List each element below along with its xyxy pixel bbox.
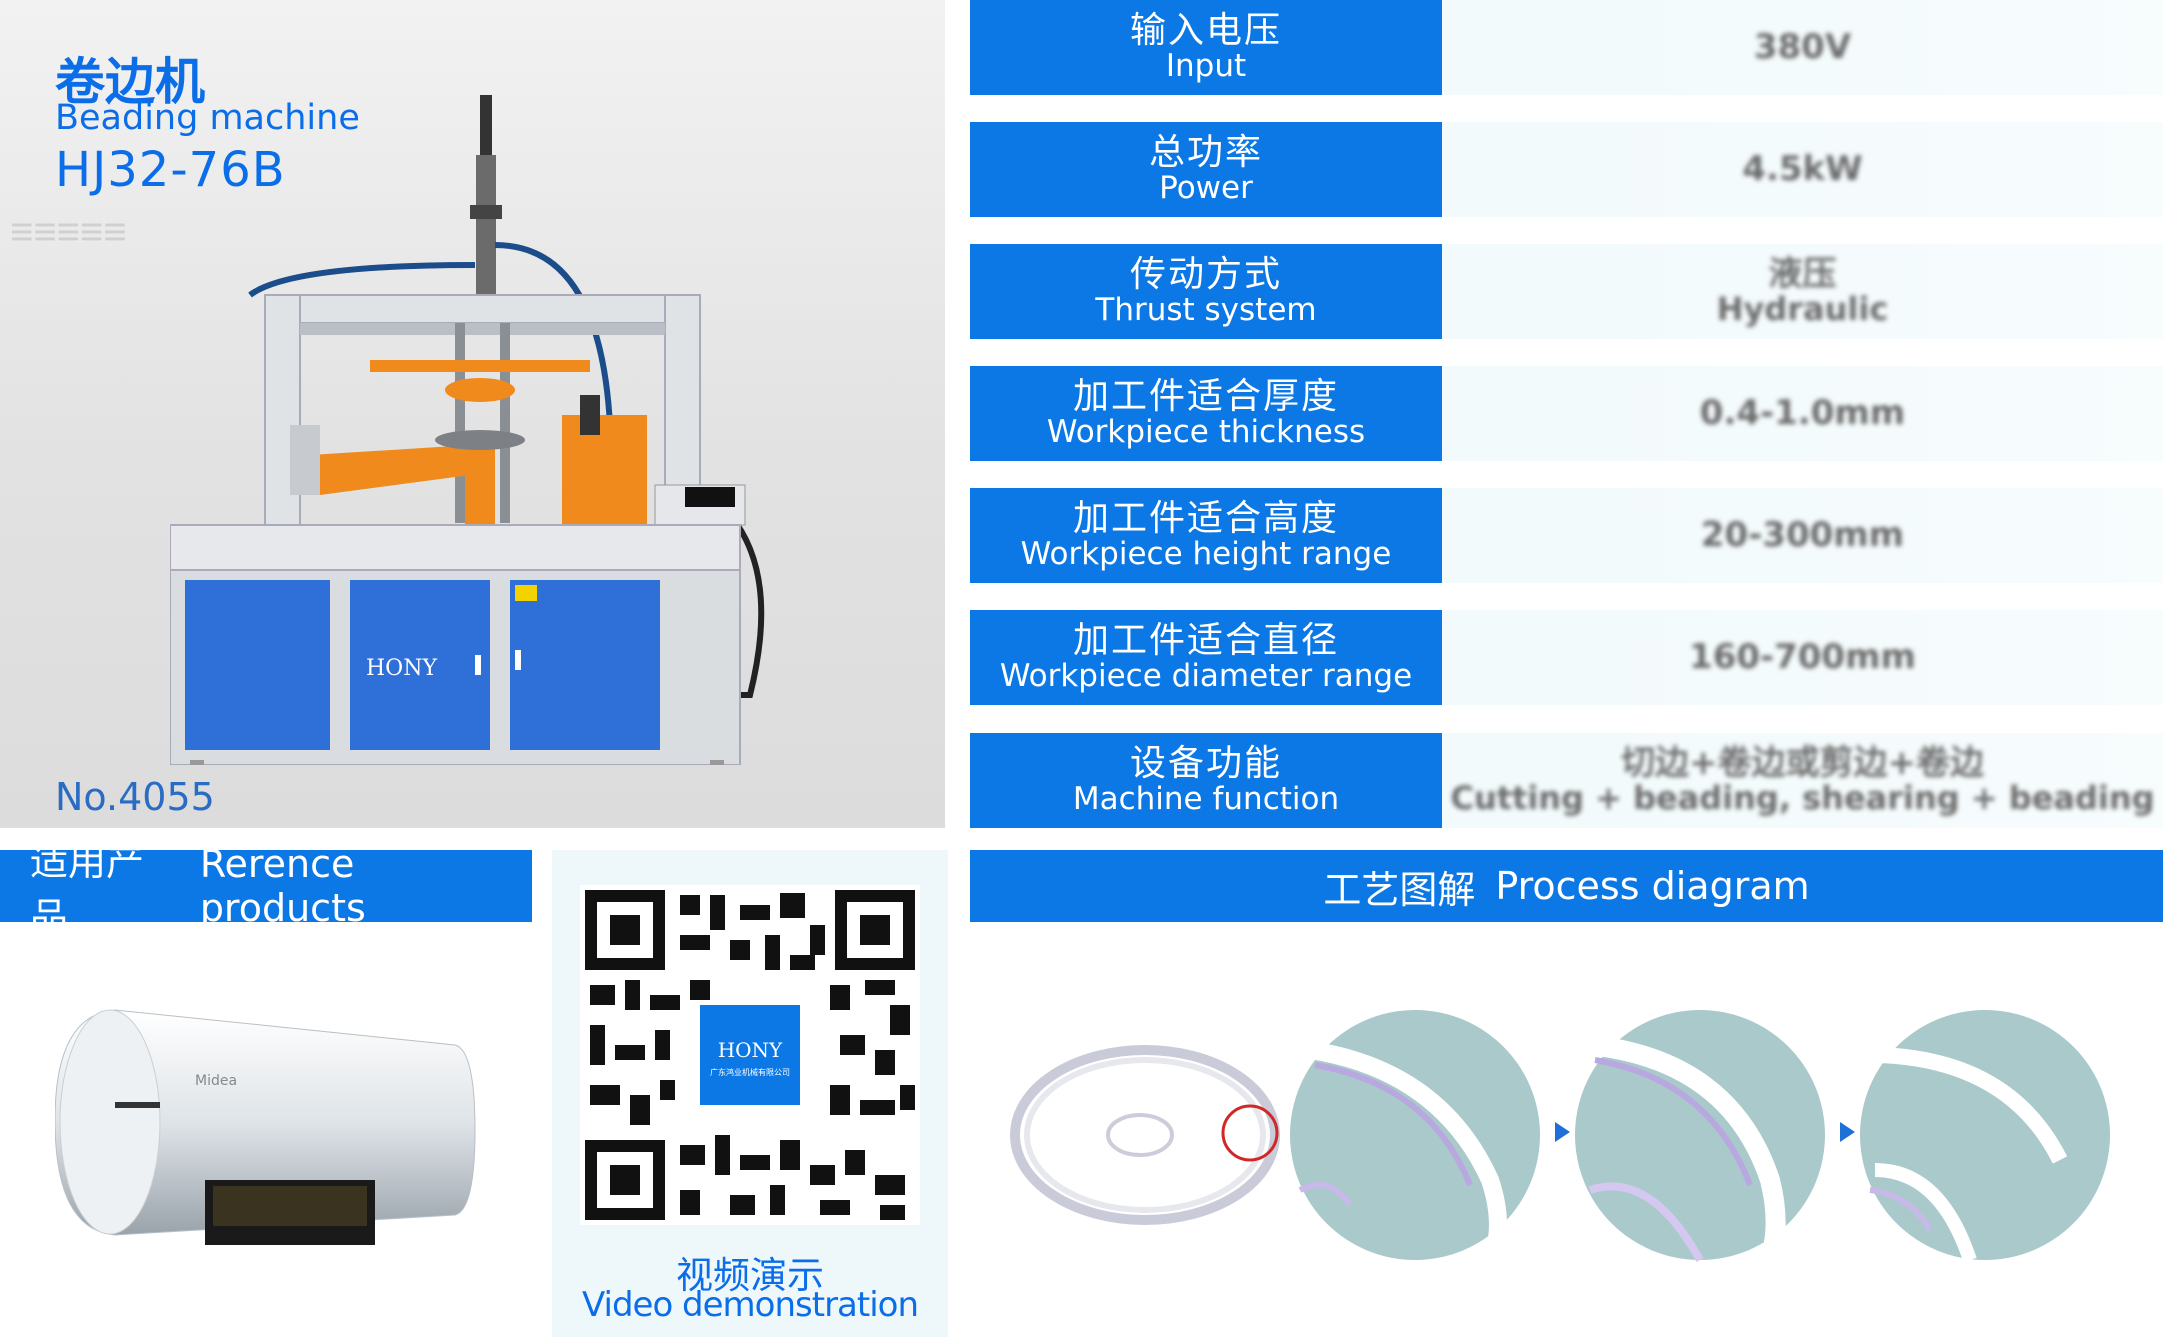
- machine-illustration: HONY: [170, 95, 765, 765]
- spec-row-power: 总功率 Power 4.5kW: [970, 122, 2163, 217]
- spec-row-diameter: 加工件适合直径 Workpiece diameter range 160-700…: [970, 610, 2163, 705]
- product-model: HJ32-76B: [55, 142, 286, 198]
- spec-label: 输入电压 Input: [970, 0, 1442, 95]
- spec-value-text: 160-700mm: [1689, 636, 1916, 677]
- reference-products-header: 适用产品 Rerence products: [0, 840, 532, 939]
- spec-value: 液压 Hydraulic: [1442, 244, 2163, 339]
- spec-value: 切边+卷边或剪边+卷边 Cutting + beading, shearing …: [1442, 733, 2163, 828]
- process-arrow-icon: [1840, 1122, 1855, 1142]
- spec-label-cn: 传动方式: [1129, 254, 1282, 296]
- process-step-3: [1860, 1010, 2110, 1263]
- spec-value-text-en: Hydraulic: [1716, 289, 1889, 328]
- spec-label-cn: 加工件适合厚度: [1072, 376, 1339, 418]
- qr-logo-brand: HONY: [718, 1038, 783, 1062]
- process-header: 工艺图解 Process diagram: [970, 850, 2163, 922]
- spec-value-text: 切边+卷边或剪边+卷边: [1621, 742, 1984, 783]
- spec-label-cn: 输入电压: [1129, 10, 1282, 52]
- spec-label: 传动方式 Thrust system: [970, 244, 1442, 339]
- spec-row-height: 加工件适合高度 Workpiece height range 20-300mm: [970, 488, 2163, 583]
- spec-row-thickness: 加工件适合厚度 Workpiece thickness 0.4-1.0mm: [970, 366, 2163, 461]
- spec-label-cn: 加工件适合高度: [1072, 498, 1339, 540]
- spec-label-en: Thrust system: [1095, 292, 1317, 329]
- process-step-2: [1575, 1010, 1825, 1280]
- process-arrow-icon: [1555, 1122, 1570, 1142]
- spec-label-en: Power: [1159, 170, 1253, 207]
- spec-label: 设备功能 Machine function: [970, 733, 1442, 828]
- spec-value-text: 380V: [1753, 26, 1852, 67]
- spec-label-cn: 总功率: [1148, 132, 1263, 174]
- video-label-en[interactable]: Video demonstration: [581, 1285, 919, 1325]
- machine-brand-label: HONY: [366, 656, 437, 681]
- spec-label: 加工件适合厚度 Workpiece thickness: [970, 366, 1442, 461]
- ghost-text: ≡≡≡≡≡: [10, 210, 127, 254]
- product-title-en: Beading machine: [55, 98, 360, 138]
- spec-label-cn: 加工件适合直径: [1072, 620, 1339, 662]
- reference-title-en: Rerence products: [199, 842, 366, 930]
- product-number: No.4055: [55, 775, 215, 819]
- spec-value: 380V: [1442, 0, 2163, 95]
- spec-label-en: Input: [1165, 48, 1247, 85]
- qr-logo-sub: 广东鸿业机械有限公司: [710, 1067, 790, 1077]
- process-title-en: Process diagram: [1495, 864, 1810, 908]
- spec-label-en: Workpiece diameter range: [999, 658, 1413, 695]
- product-title-cn: 卷边机: [55, 53, 205, 111]
- spec-value: 160-700mm: [1442, 610, 2163, 705]
- spec-label-cn: 设备功能: [1129, 743, 1282, 785]
- spec-value: 0.4-1.0mm: [1442, 366, 2163, 461]
- spec-label: 总功率 Power: [970, 122, 1442, 217]
- spec-value-text: 液压: [1768, 253, 1837, 294]
- heater-brand: Midea: [195, 1073, 237, 1089]
- process-diagram-image: [1010, 1010, 2110, 1280]
- spec-value-text: 0.4-1.0mm: [1699, 392, 1906, 433]
- spec-row-function: 设备功能 Machine function 切边+卷边或剪边+卷边 Cuttin…: [970, 733, 2163, 828]
- spec-label: 加工件适合直径 Workpiece diameter range: [970, 610, 1442, 705]
- spec-row-input: 输入电压 Input 380V: [970, 0, 2163, 95]
- spec-value: 4.5kW: [1442, 122, 2163, 217]
- spec-label-en: Workpiece height range: [1020, 536, 1392, 573]
- process-title-cn: 工艺图解: [1323, 867, 1476, 912]
- process-step-1: [1290, 1010, 1540, 1280]
- spec-value-text: 20-300mm: [1700, 514, 1905, 555]
- spec-value-text: 4.5kW: [1742, 148, 1863, 189]
- spec-value-text-en: Cutting + beading, shearing + beading: [1450, 778, 2155, 817]
- qr-code-icon[interactable]: HONY 广东鸿业机械有限公司: [580, 885, 920, 1225]
- hero-panel: ≡≡≡≡≡: [0, 0, 945, 828]
- spec-value: 20-300mm: [1442, 488, 2163, 583]
- spec-label: 加工件适合高度 Workpiece height range: [970, 488, 1442, 583]
- video-label-cn[interactable]: 视频演示: [676, 1254, 824, 1297]
- spec-label-en: Machine function: [1072, 781, 1340, 818]
- spec-row-thrust: 传动方式 Thrust system 液压 Hydraulic: [970, 244, 2163, 339]
- water-heater-image: Midea: [55, 1009, 476, 1245]
- reference-title-cn: 适用产品: [30, 840, 145, 939]
- spec-label-en: Workpiece thickness: [1046, 414, 1366, 451]
